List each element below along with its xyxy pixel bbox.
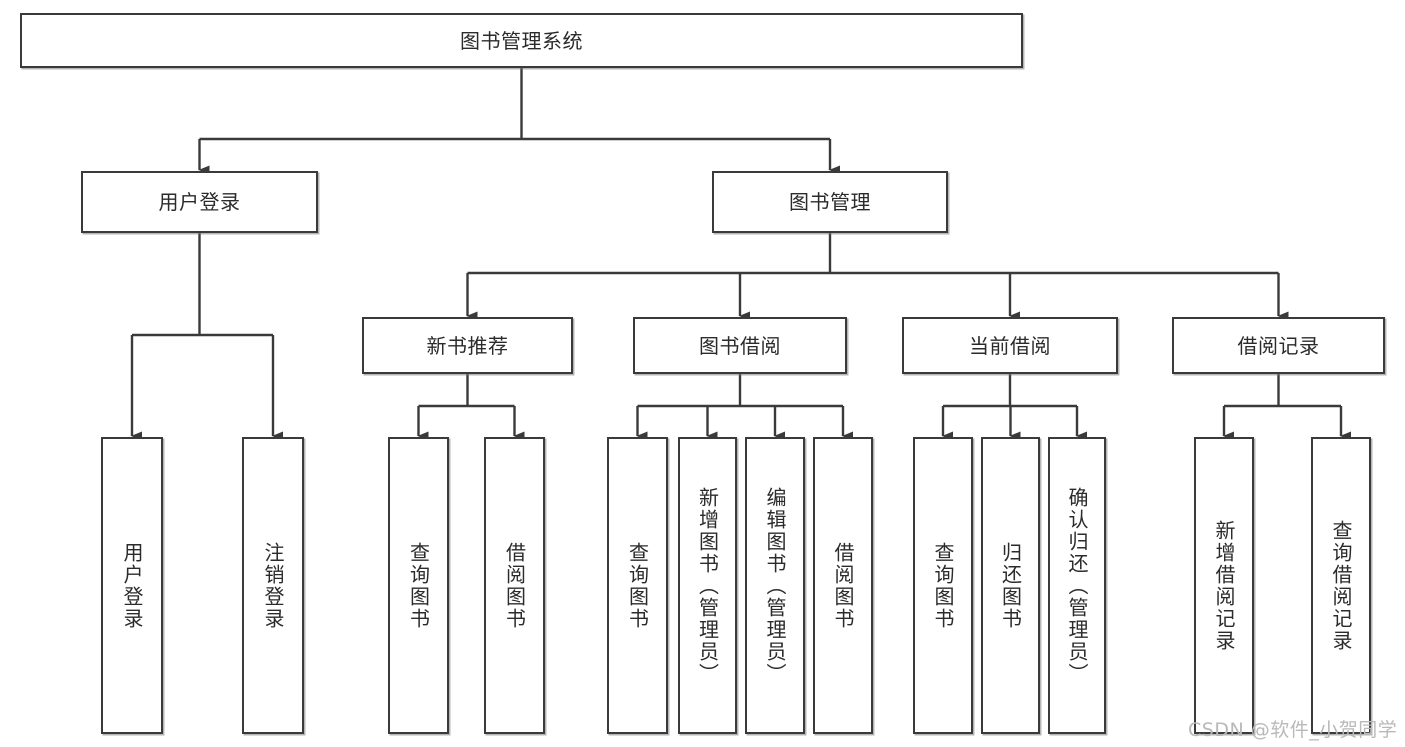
node-leaf-query-record: 查询借阅记录 <box>1311 437 1371 734</box>
node-leaf-add-book: 新增图书（管理员） <box>678 437 737 734</box>
node-label-leaf-query-book-2: 查询图书 <box>625 541 650 630</box>
node-label-leaf-user-logout: 注销登录 <box>261 541 285 630</box>
node-leaf-borrow-book-2: 借阅图书 <box>813 437 873 734</box>
node-leaf-user-logout: 注销登录 <box>242 437 304 734</box>
node-leaf-query-book-3: 查询图书 <box>913 437 973 734</box>
node-label-leaf-borrow-book-2: 借阅图书 <box>831 541 855 630</box>
node-current-borrow: 当前借阅 <box>902 317 1118 374</box>
node-label-leaf-add-record: 新增借阅记录 <box>1212 519 1236 652</box>
node-label-current-borrow: 当前借阅 <box>969 333 1051 358</box>
node-user-login: 用户登录 <box>81 171 318 233</box>
node-leaf-confirm-return: 确认归还（管理员） <box>1048 437 1106 734</box>
node-label-leaf-edit-book: 编辑图书（管理员） <box>763 486 787 685</box>
node-label-borrow-record: 借阅记录 <box>1237 333 1320 358</box>
node-label-leaf-query-record: 查询借阅记录 <box>1329 519 1353 652</box>
node-new-book-rec: 新书推荐 <box>362 317 573 374</box>
node-borrow-record: 借阅记录 <box>1172 317 1385 374</box>
node-label-leaf-return-book: 归还图书 <box>998 541 1023 630</box>
node-label-leaf-user-login: 用户登录 <box>120 541 144 630</box>
node-leaf-query-book-2: 查询图书 <box>607 437 668 734</box>
node-leaf-add-record: 新增借阅记录 <box>1194 437 1254 734</box>
node-label-user-login: 用户登录 <box>158 190 241 214</box>
node-label-book-borrow: 图书借阅 <box>699 333 781 358</box>
node-label-leaf-query-book-1: 查询图书 <box>406 541 431 630</box>
node-label-leaf-add-book: 新增图书（管理员） <box>695 486 720 685</box>
node-label-leaf-query-book-3: 查询图书 <box>931 541 955 630</box>
node-leaf-return-book: 归还图书 <box>981 437 1040 734</box>
node-book-borrow: 图书借阅 <box>633 317 847 374</box>
node-label-new-book-rec: 新书推荐 <box>426 333 509 358</box>
node-label-leaf-confirm-return: 确认归还（管理员） <box>1065 486 1089 685</box>
node-leaf-user-login: 用户登录 <box>101 437 163 734</box>
node-book-manage: 图书管理 <box>712 171 948 233</box>
node-leaf-query-book-1: 查询图书 <box>388 437 449 734</box>
node-label-book-manage: 图书管理 <box>789 190 871 214</box>
node-leaf-edit-book: 编辑图书（管理员） <box>745 437 805 734</box>
node-label-leaf-borrow-book-1: 借阅图书 <box>502 541 527 630</box>
node-leaf-borrow-book-1: 借阅图书 <box>484 437 545 734</box>
watermark: CSDN @软件_小贺同学 <box>1188 719 1398 741</box>
node-label-root: 图书管理系统 <box>460 28 583 53</box>
node-root: 图书管理系统 <box>20 13 1023 68</box>
